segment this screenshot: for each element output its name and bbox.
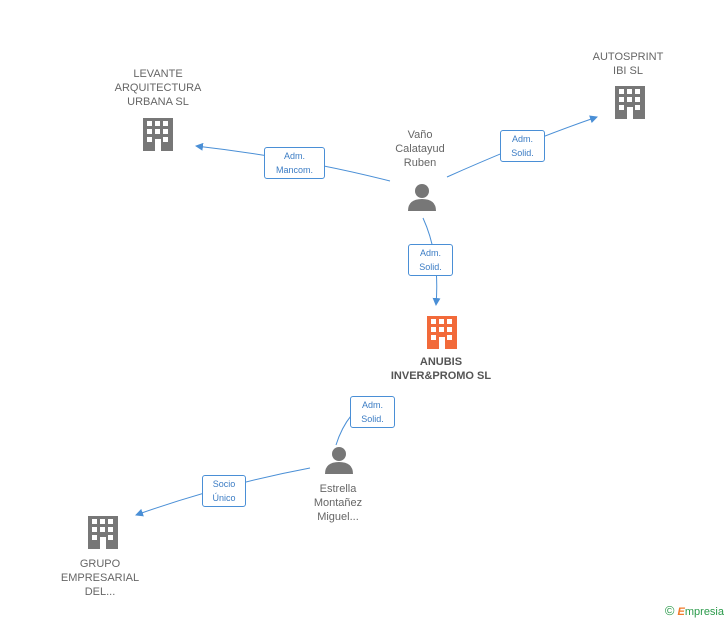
person-icon-vano[interactable] <box>408 184 436 211</box>
edge-label-line: Socio <box>212 479 236 489</box>
edge-label-line: Único <box>212 493 236 503</box>
node-label-line: URBANA SL <box>127 96 189 108</box>
edge-label-line: Solid. <box>511 148 534 158</box>
edge-label-line: Adm. <box>283 151 305 161</box>
building-icon-levante[interactable] <box>143 118 173 151</box>
node-label-estrella[interactable]: Estrella Montañez Miguel... <box>296 482 380 524</box>
edge-label-line: Adm. <box>419 248 441 258</box>
edge-label-line: Solid. <box>419 262 442 272</box>
building-icon-grupo[interactable] <box>88 516 118 549</box>
edge-label-estrella-grupo: Socio Único <box>202 475 246 507</box>
node-label-line: LEVANTE <box>133 68 183 80</box>
node-label-line: ARQUITECTURA <box>114 82 202 94</box>
node-label-line: Estrella <box>319 483 357 495</box>
brand-name: mpresia <box>684 606 724 618</box>
node-label-line: Montañez <box>313 497 363 509</box>
edge-label-estrella-anubis: Adm. Solid. <box>350 396 395 428</box>
brand-initial: E <box>677 606 685 618</box>
node-label-line: GRUPO <box>79 558 121 570</box>
node-label-line: INVER&PROMO SL <box>390 370 492 382</box>
node-label-line: IBI SL <box>613 65 643 77</box>
copyright-icon: © <box>664 603 675 618</box>
edge-label-line: Adm. <box>361 400 383 410</box>
node-label-line: ANUBIS <box>419 356 463 368</box>
empresia-logo[interactable]: © Empresia <box>665 603 724 618</box>
node-label-grupo[interactable]: GRUPO EMPRESARIAL DEL... <box>50 557 150 599</box>
building-icon-autosprint[interactable] <box>615 86 645 119</box>
node-label-line: Vaño <box>407 129 433 141</box>
edge-label-vano-anubis: Adm. Solid. <box>408 244 453 276</box>
edge-label-line: Solid. <box>361 414 384 424</box>
edge-label-line: Adm. <box>511 134 533 144</box>
node-label-line: DEL... <box>84 586 116 598</box>
edge-label-vano-autosprint: Adm. Solid. <box>500 130 545 162</box>
node-label-line: Miguel... <box>317 511 359 523</box>
edge-label-line: Mancom. <box>275 165 313 175</box>
building-icon-anubis[interactable] <box>427 316 457 349</box>
node-label-autosprint[interactable]: AUTOSPRINT IBI SL <box>580 50 676 78</box>
node-label-vano[interactable]: Vaño Calatayud Ruben <box>380 128 460 170</box>
node-label-line: EMPRESARIAL <box>60 572 140 584</box>
node-label-anubis[interactable]: ANUBIS INVER&PROMO SL <box>376 355 506 383</box>
person-icon-estrella[interactable] <box>325 447 353 474</box>
node-label-line: Ruben <box>403 157 437 169</box>
node-label-line: Calatayud <box>395 143 445 155</box>
edge-label-vano-levante: Adm. Mancom. <box>264 147 325 179</box>
node-label-line: AUTOSPRINT <box>592 51 664 63</box>
node-label-levante[interactable]: LEVANTE ARQUITECTURA URBANA SL <box>100 67 216 109</box>
